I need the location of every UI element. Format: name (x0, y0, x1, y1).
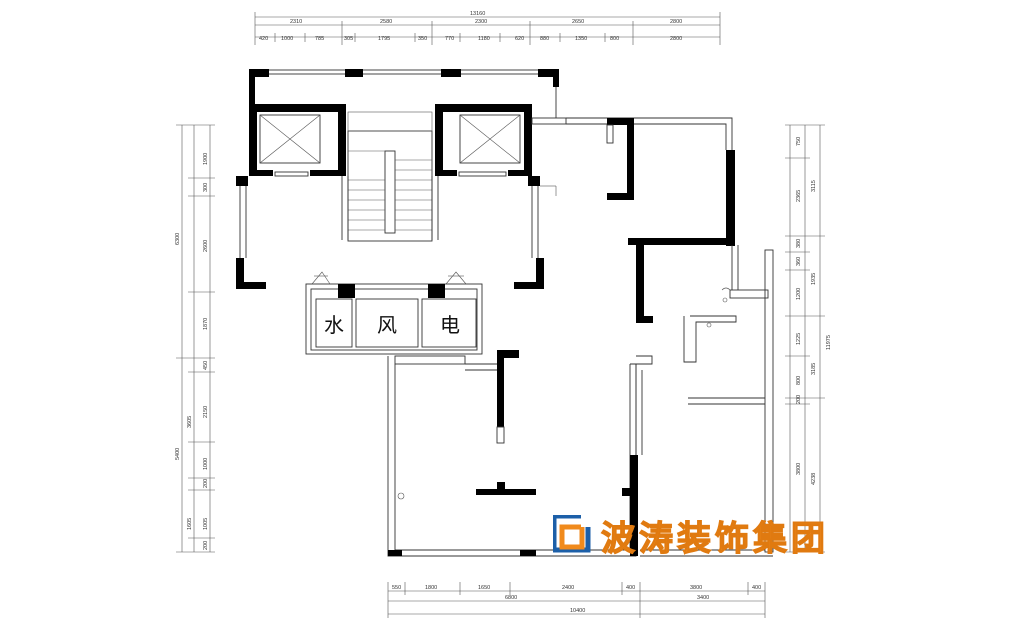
dim-bottom-total: 10400 (570, 608, 585, 614)
room-label-water: 水 (324, 313, 344, 337)
dim-top2-12: 800 (610, 36, 619, 42)
dim-right-1: 750 (796, 137, 802, 146)
dim-right-7: 800 (796, 376, 802, 385)
dim-top2-2: 1000 (281, 36, 293, 42)
dim-right-2: 2365 (796, 190, 802, 202)
dim-bottom-3: 1650 (478, 585, 490, 591)
brand-watermark: 波涛装饰集团 (553, 513, 829, 559)
dim-top2-11: 1350 (575, 36, 587, 42)
brand-logo-icon (553, 515, 591, 553)
dim-bottom-2: 1800 (425, 585, 437, 591)
dim-left-6: 2150 (203, 406, 209, 418)
dim-left-3: 2600 (203, 240, 209, 252)
dim-top2-3: 785 (315, 36, 324, 42)
dim-top2-7: 770 (445, 36, 454, 42)
dim-top2-13: 2800 (670, 36, 682, 42)
dim-left-sub: 3605 (187, 416, 193, 428)
dim-top2-5: 1795 (378, 36, 390, 42)
dim-left-4: 1870 (203, 318, 209, 330)
dim-left-5: 450 (203, 361, 209, 370)
dim-left-total-upper: 6300 (175, 233, 181, 245)
dim-top-total: 13160 (470, 11, 485, 17)
dim-bottom-4: 2400 (562, 585, 574, 591)
dim-right2-1: 3115 (811, 180, 817, 192)
dim-bottom2-2: 3400 (697, 595, 709, 601)
dim-right2-3: 3185 (811, 363, 817, 375)
dim-top-3: 2300 (475, 19, 487, 25)
dim-top-1: 2310 (290, 19, 302, 25)
dim-right-6: 1225 (796, 333, 802, 345)
right-dimensions: 750 2365 380 360 1200 1225 800 200 3800 … (785, 124, 832, 553)
dim-right-9: 3800 (796, 463, 802, 475)
dim-top-2: 2580 (380, 19, 392, 25)
dim-left-2: 300 (203, 183, 209, 192)
dim-left-7: 1000 (203, 458, 209, 470)
top-dimensions: 13160 2310 2580 2300 2650 2800 420 1000 … (254, 11, 721, 45)
dim-top2-1: 420 (259, 36, 268, 42)
room-label-electric: 电 (440, 313, 460, 337)
left-dimensions: 1900 300 2600 1870 6300 450 2150 1000 20… (175, 124, 215, 553)
bottom-dimensions: 550 1800 1650 2400 400 3800 400 6800 340… (387, 582, 766, 618)
plan-walls (236, 69, 774, 557)
dim-bottom-7: 400 (752, 585, 761, 591)
dim-top-4: 2650 (572, 19, 584, 25)
dim-right2-2: 1935 (811, 273, 817, 285)
dim-left-9: 1005 (203, 518, 209, 530)
dim-top2-10: 880 (540, 36, 549, 42)
room-label-wind: 风 (377, 313, 397, 337)
dim-top2-8: 1180 (478, 36, 490, 42)
dim-right-4: 360 (796, 257, 802, 266)
dim-right2-4: 4238 (811, 473, 817, 485)
dim-left-1: 1900 (203, 153, 209, 165)
dim-left-8: 200 (203, 479, 209, 488)
dim-top2-9: 620 (515, 36, 524, 42)
dim-bottom-5: 400 (626, 585, 635, 591)
dim-left-bottom: 1605 (187, 518, 193, 530)
dim-top-5: 2800 (670, 19, 682, 25)
dim-bottom-6: 3800 (690, 585, 702, 591)
dim-left-total-lower: 5400 (175, 448, 181, 460)
dim-right-8: 200 (796, 395, 802, 404)
dim-bottom-1: 550 (392, 585, 401, 591)
dim-bottom2-1: 6800 (505, 595, 517, 601)
dim-right-5: 1200 (796, 288, 802, 300)
dim-top2-4: 305 (344, 36, 353, 42)
dim-left-10: 200 (203, 541, 209, 550)
dim-right-3: 380 (796, 239, 802, 248)
dim-top2-6: 350 (418, 36, 427, 42)
dim-right-total: 11975 (826, 335, 832, 350)
brand-name: 波涛装饰集团 (600, 518, 829, 559)
